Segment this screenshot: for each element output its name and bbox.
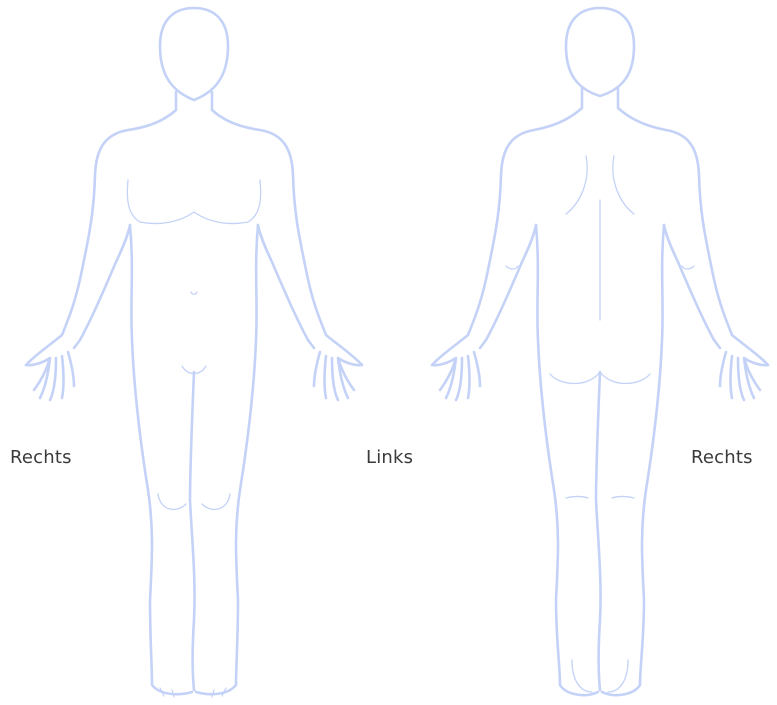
- label-left: Links: [366, 447, 413, 468]
- label-front-right: Rechts: [10, 447, 72, 468]
- back-body-outline: [432, 8, 768, 695]
- label-back-right: Rechts: [691, 447, 753, 468]
